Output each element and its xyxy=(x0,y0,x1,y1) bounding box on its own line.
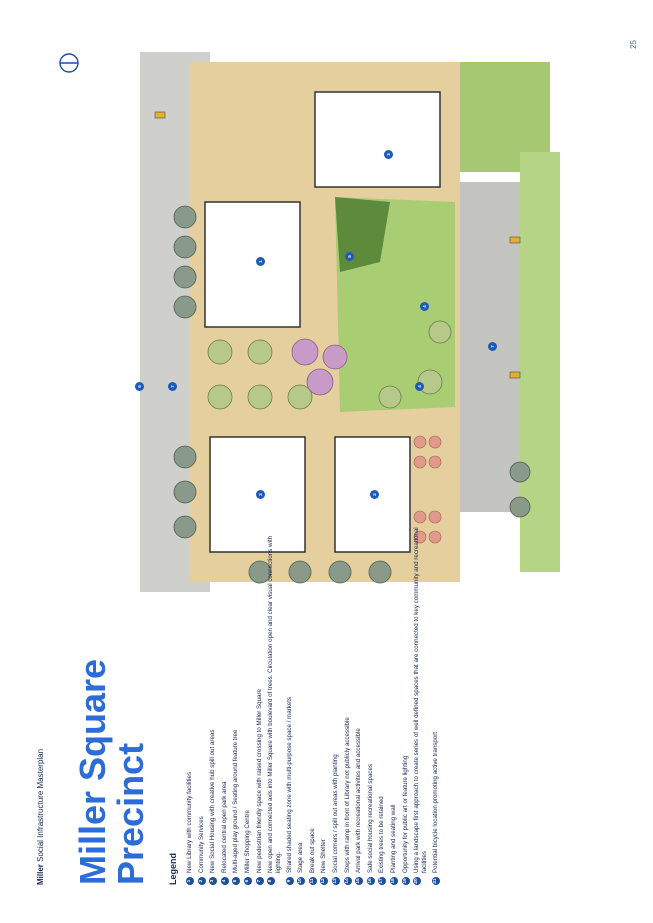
page-title: Miller Square Precinct xyxy=(72,658,151,885)
document-subtitle: Social Infrastructure Masterplan xyxy=(36,748,45,862)
north-arrow-icon xyxy=(59,53,79,73)
brand-name: Miller xyxy=(36,864,45,885)
legend-title: Legend xyxy=(168,852,178,885)
site-plan-drawing xyxy=(140,52,560,592)
site-plan-map: 3 1 2 2 4 4 5 6 7 7 xyxy=(135,52,570,592)
document-header: Miller Social Infrastructure Masterplan xyxy=(36,749,45,885)
